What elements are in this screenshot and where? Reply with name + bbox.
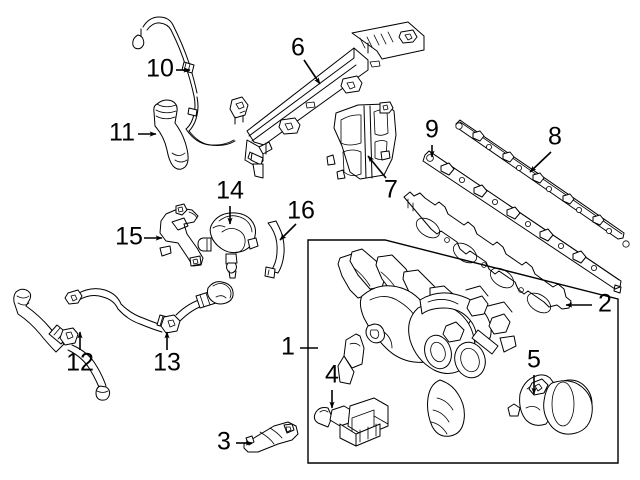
turbocharger-group-box <box>307 239 619 464</box>
part-14-auxiliary-water-pump <box>197 212 259 279</box>
callout-number-5: 5 <box>527 346 541 374</box>
part-3-support-bracket <box>243 421 299 453</box>
part-15-pump-bracket <box>159 203 204 267</box>
callout-number-3: 3 <box>217 428 231 456</box>
callout-number-10: 10 <box>146 55 174 83</box>
leader-16 <box>279 223 297 241</box>
leader-7 <box>367 155 387 179</box>
callout-number-6: 6 <box>291 34 305 62</box>
callout-number-2: 2 <box>598 290 612 318</box>
leader-6 <box>303 59 321 85</box>
part-6-upper-heat-shield <box>244 21 425 179</box>
part-8-coolant-rail-seal <box>455 119 630 248</box>
leader-8 <box>529 151 552 173</box>
part-4-wastegate-actuator <box>313 397 389 447</box>
part-7-turbo-heat-shield <box>326 101 397 180</box>
callout-number-14: 14 <box>216 177 244 205</box>
callout-number-12: 12 <box>66 349 94 377</box>
part-11-coolant-hose <box>153 99 189 170</box>
part-5-diverter-valve <box>507 374 593 435</box>
callout-number-13: 13 <box>153 349 181 377</box>
callout-number-4: 4 <box>325 361 339 389</box>
callout-number-7: 7 <box>384 176 398 204</box>
callout-number-8: 8 <box>548 123 562 151</box>
part-1-turbocharger-assembly <box>337 248 517 437</box>
part-13-coolant-hose-line <box>64 281 234 334</box>
callout-number-9: 9 <box>425 116 439 144</box>
callout-number-16: 16 <box>287 197 315 225</box>
callout-number-11: 11 <box>109 119 135 147</box>
callout-number-15: 15 <box>115 223 143 251</box>
part-16-retaining-strap <box>264 220 285 279</box>
part-9-oil-rail-gasket <box>422 150 622 294</box>
part-12-coolant-return-hose <box>13 288 111 401</box>
callout-number-1: 1 <box>281 333 295 361</box>
